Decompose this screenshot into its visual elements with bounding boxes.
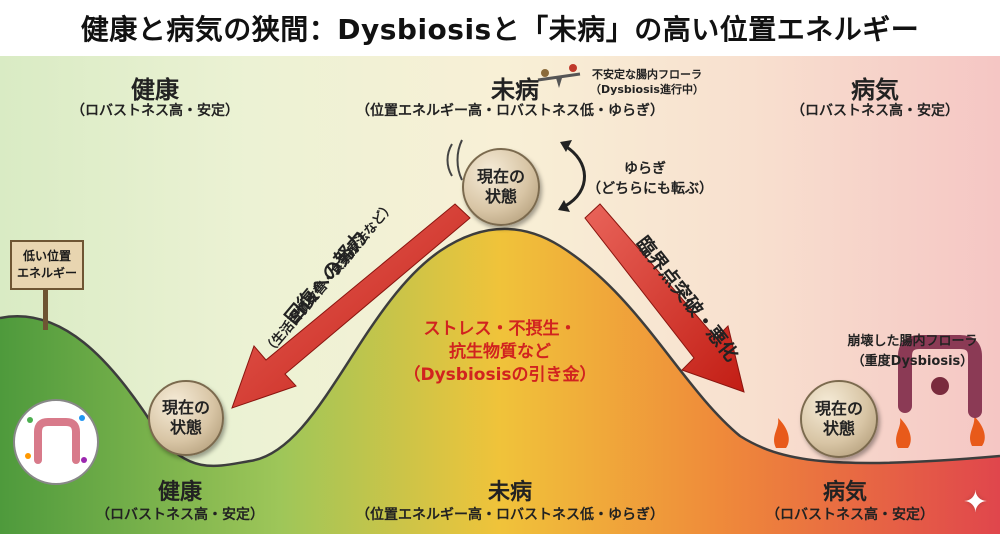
flame-icon [774,416,985,448]
ball-line2: 状態 [169,418,202,437]
recovery-arrow [231,203,471,409]
gut-bacteria-icon [13,399,99,485]
unstable-flora-sub: （Dysbiosis進行中） [590,83,704,96]
current-state-ball-top: 現在の状態 [462,148,540,226]
bottom-healthy-label: 健康 [157,480,202,505]
fluctuation-label: ゆらぎ [624,161,666,177]
collapsed-flora-sub: （重度Dysbiosis） [851,354,974,369]
top-healthy-sub: （ロバストネス高・安定） [71,103,239,119]
current-state-ball-left: 現在の状態 [148,380,224,456]
top-healthy-label: 健康 [131,76,179,104]
sparkle-icon: ✦ [962,485,988,520]
trigger-line3: （Dysbiosisの引き金） [403,364,597,385]
top-mibyo-label: 未病 [491,76,539,104]
sign-post [43,282,48,330]
inflamed-colon-icon [898,335,982,418]
fluctuation-sub: （どちらにも転ぶ） [587,181,713,197]
trigger-text: ストレス・不摂生・ 抗生物質など （Dysbiosisの引き金） [380,318,620,387]
curved-arrow-icon [564,144,586,208]
curved-arrow-head-top [560,140,572,152]
ball-line1: 現在の [814,399,863,418]
deterioration-arrow [584,203,745,393]
motion-line [446,143,453,177]
ball-line2: 状態 [822,419,855,438]
curved-arrow-head-bottom [558,200,570,212]
low-energy-sign: 低い位置 エネルギー [10,240,84,290]
seesaw-icon [537,64,581,88]
page-title: 健康と病気の狭間：Dysbiosisと「未病」の高い位置エネルギー [0,0,1000,56]
collapsed-flora-label: 崩壊した腸内フローラ [847,334,978,349]
unstable-flora-label: 不安定な腸内フローラ [592,68,702,81]
bottom-mibyo-sub: （位置エネルギー高・ロバストネス低・ゆらぎ） [356,507,664,523]
motion-line [456,139,463,181]
bottom-disease-sub: （ロバストネス高・安定） [766,507,934,523]
top-mibyo-sub: （位置エネルギー高・ロバストネス低・ゆらぎ） [356,103,664,119]
energy-landscape [0,56,1000,534]
sign-line1: 低い位置 [22,248,71,263]
bottom-mibyo-label: 未病 [487,480,532,505]
trigger-line2: 抗生物質など [449,341,551,362]
bottom-disease-label: 病気 [822,480,867,505]
bottom-healthy-sub: （ロバストネス高・安定） [96,507,264,523]
current-state-ball-right: 現在の状態 [800,380,878,458]
top-disease-label: 病気 [851,76,899,104]
ball-line1: 現在の [476,167,525,186]
trigger-line1: ストレス・不摂生・ [423,319,577,339]
top-disease-sub: （ロバストネス高・安定） [791,103,959,119]
ball-line2: 状態 [484,187,517,206]
ball-line1: 現在の [161,398,210,417]
energy-hill [0,229,1000,534]
sign-line2: エネルギー [16,266,77,280]
